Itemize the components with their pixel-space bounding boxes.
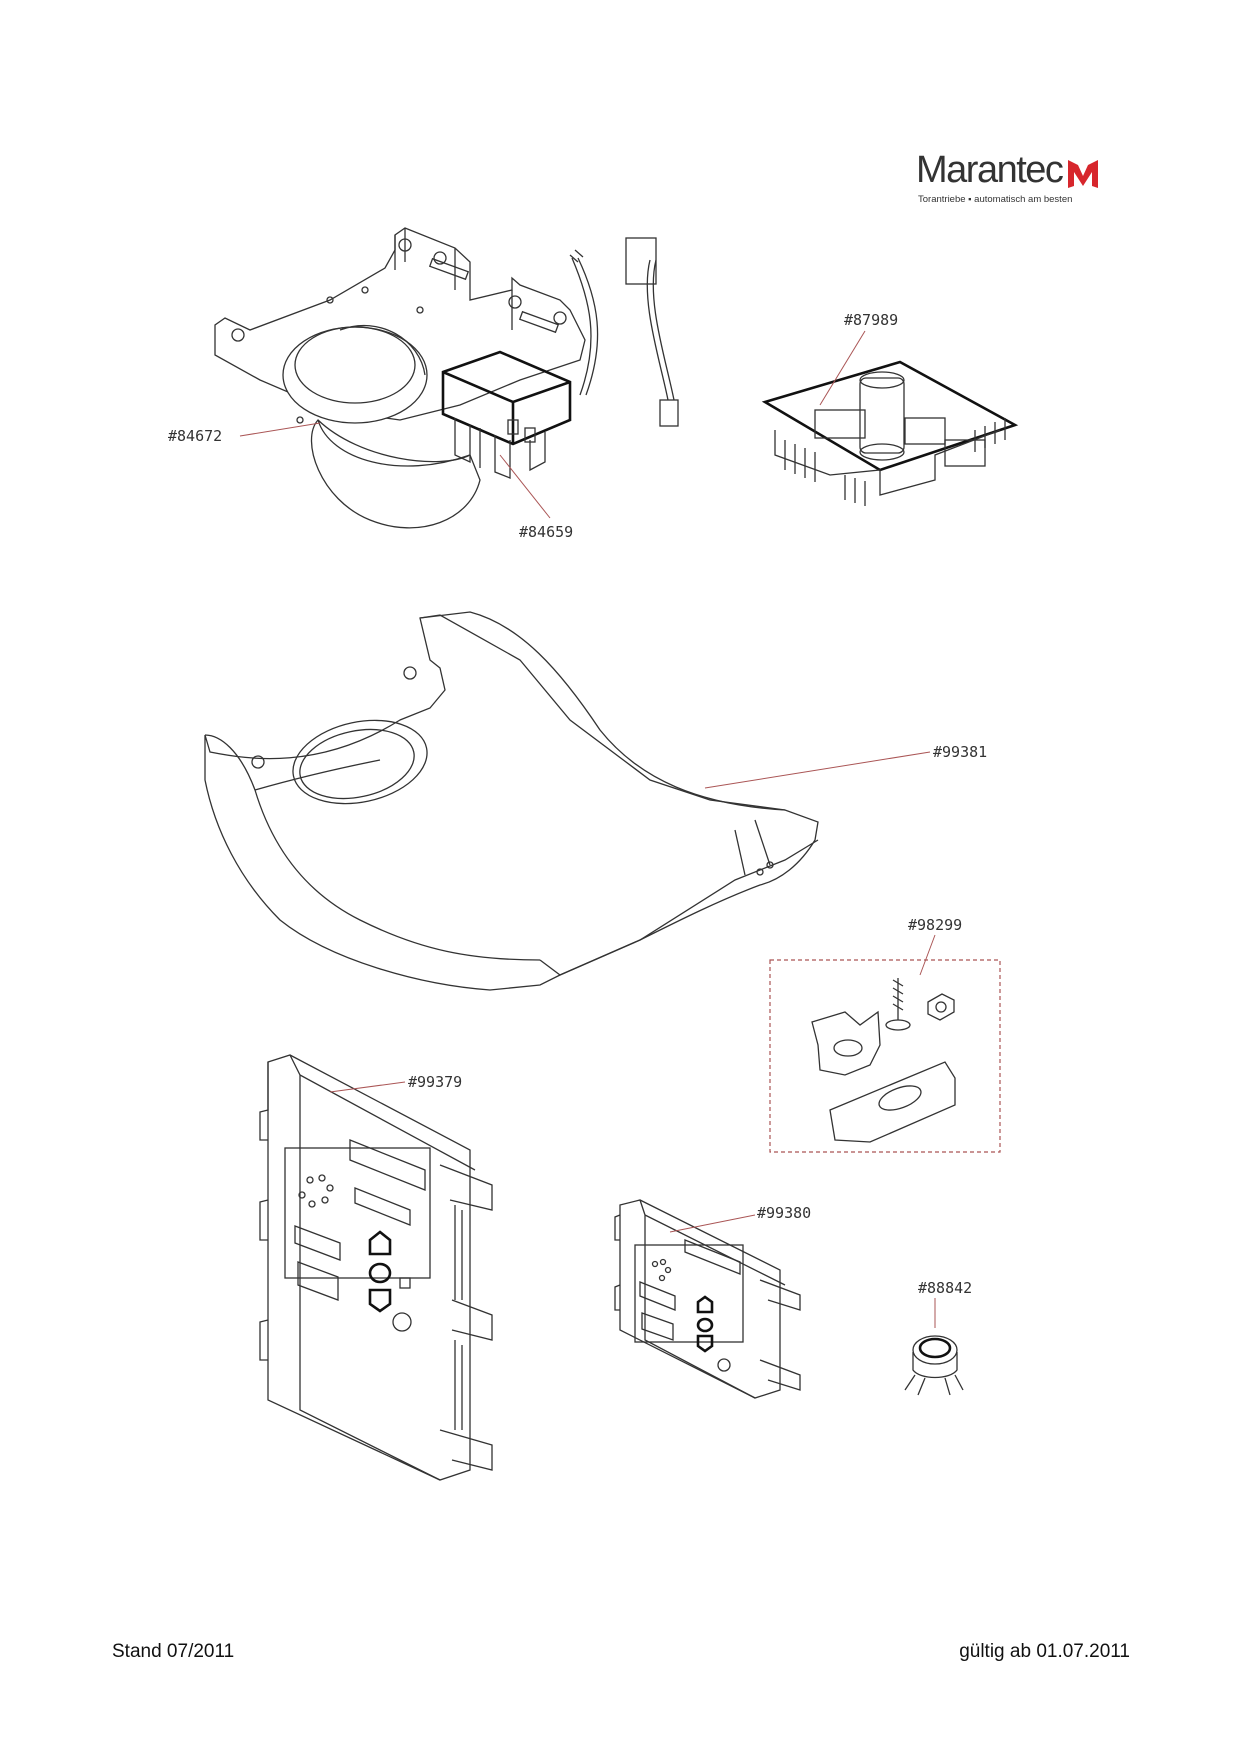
brand-tagline: Torantriebe ▪ automatisch am besten	[918, 194, 1073, 205]
control-housing-large-drawing	[259, 1054, 493, 1481]
footer-valid-from: gültig ab 01.07.2011	[959, 1641, 1130, 1662]
marantec-m-logo-icon	[1068, 160, 1098, 188]
part-label-84672: #84672	[168, 427, 222, 445]
brand-logo: Marantec Torantriebe ▪ automatisch am be…	[916, 150, 1116, 210]
part-label-99381: #99381	[933, 743, 987, 761]
cover-drawing	[204, 611, 819, 991]
control-board-drawing	[761, 360, 1019, 506]
control-housing-small-drawing	[614, 1199, 801, 1399]
leader-lines	[239, 330, 936, 1328]
cable-connector-drawing	[569, 237, 679, 427]
part-label-87989: #87989	[844, 311, 898, 329]
part-label-88842: #88842	[918, 1279, 972, 1297]
part-label-99380: #99380	[757, 1204, 811, 1222]
footer-stand-date: Stand 07/2011	[112, 1641, 235, 1662]
motor-bracket-drawing	[214, 227, 586, 529]
part-label-99379: #99379	[408, 1073, 462, 1091]
part-label-98299: #98299	[908, 916, 962, 934]
part-label-84659: #84659	[519, 523, 573, 541]
key-switch-drawing	[904, 1335, 964, 1396]
part-labels: #84672 #84659 #87989 #99381 #98299 #9937…	[168, 311, 987, 1297]
fastening-kit-drawing	[769, 959, 1001, 1153]
brand-name: Marantec	[916, 149, 1064, 191]
transformer-drawing	[441, 350, 572, 479]
